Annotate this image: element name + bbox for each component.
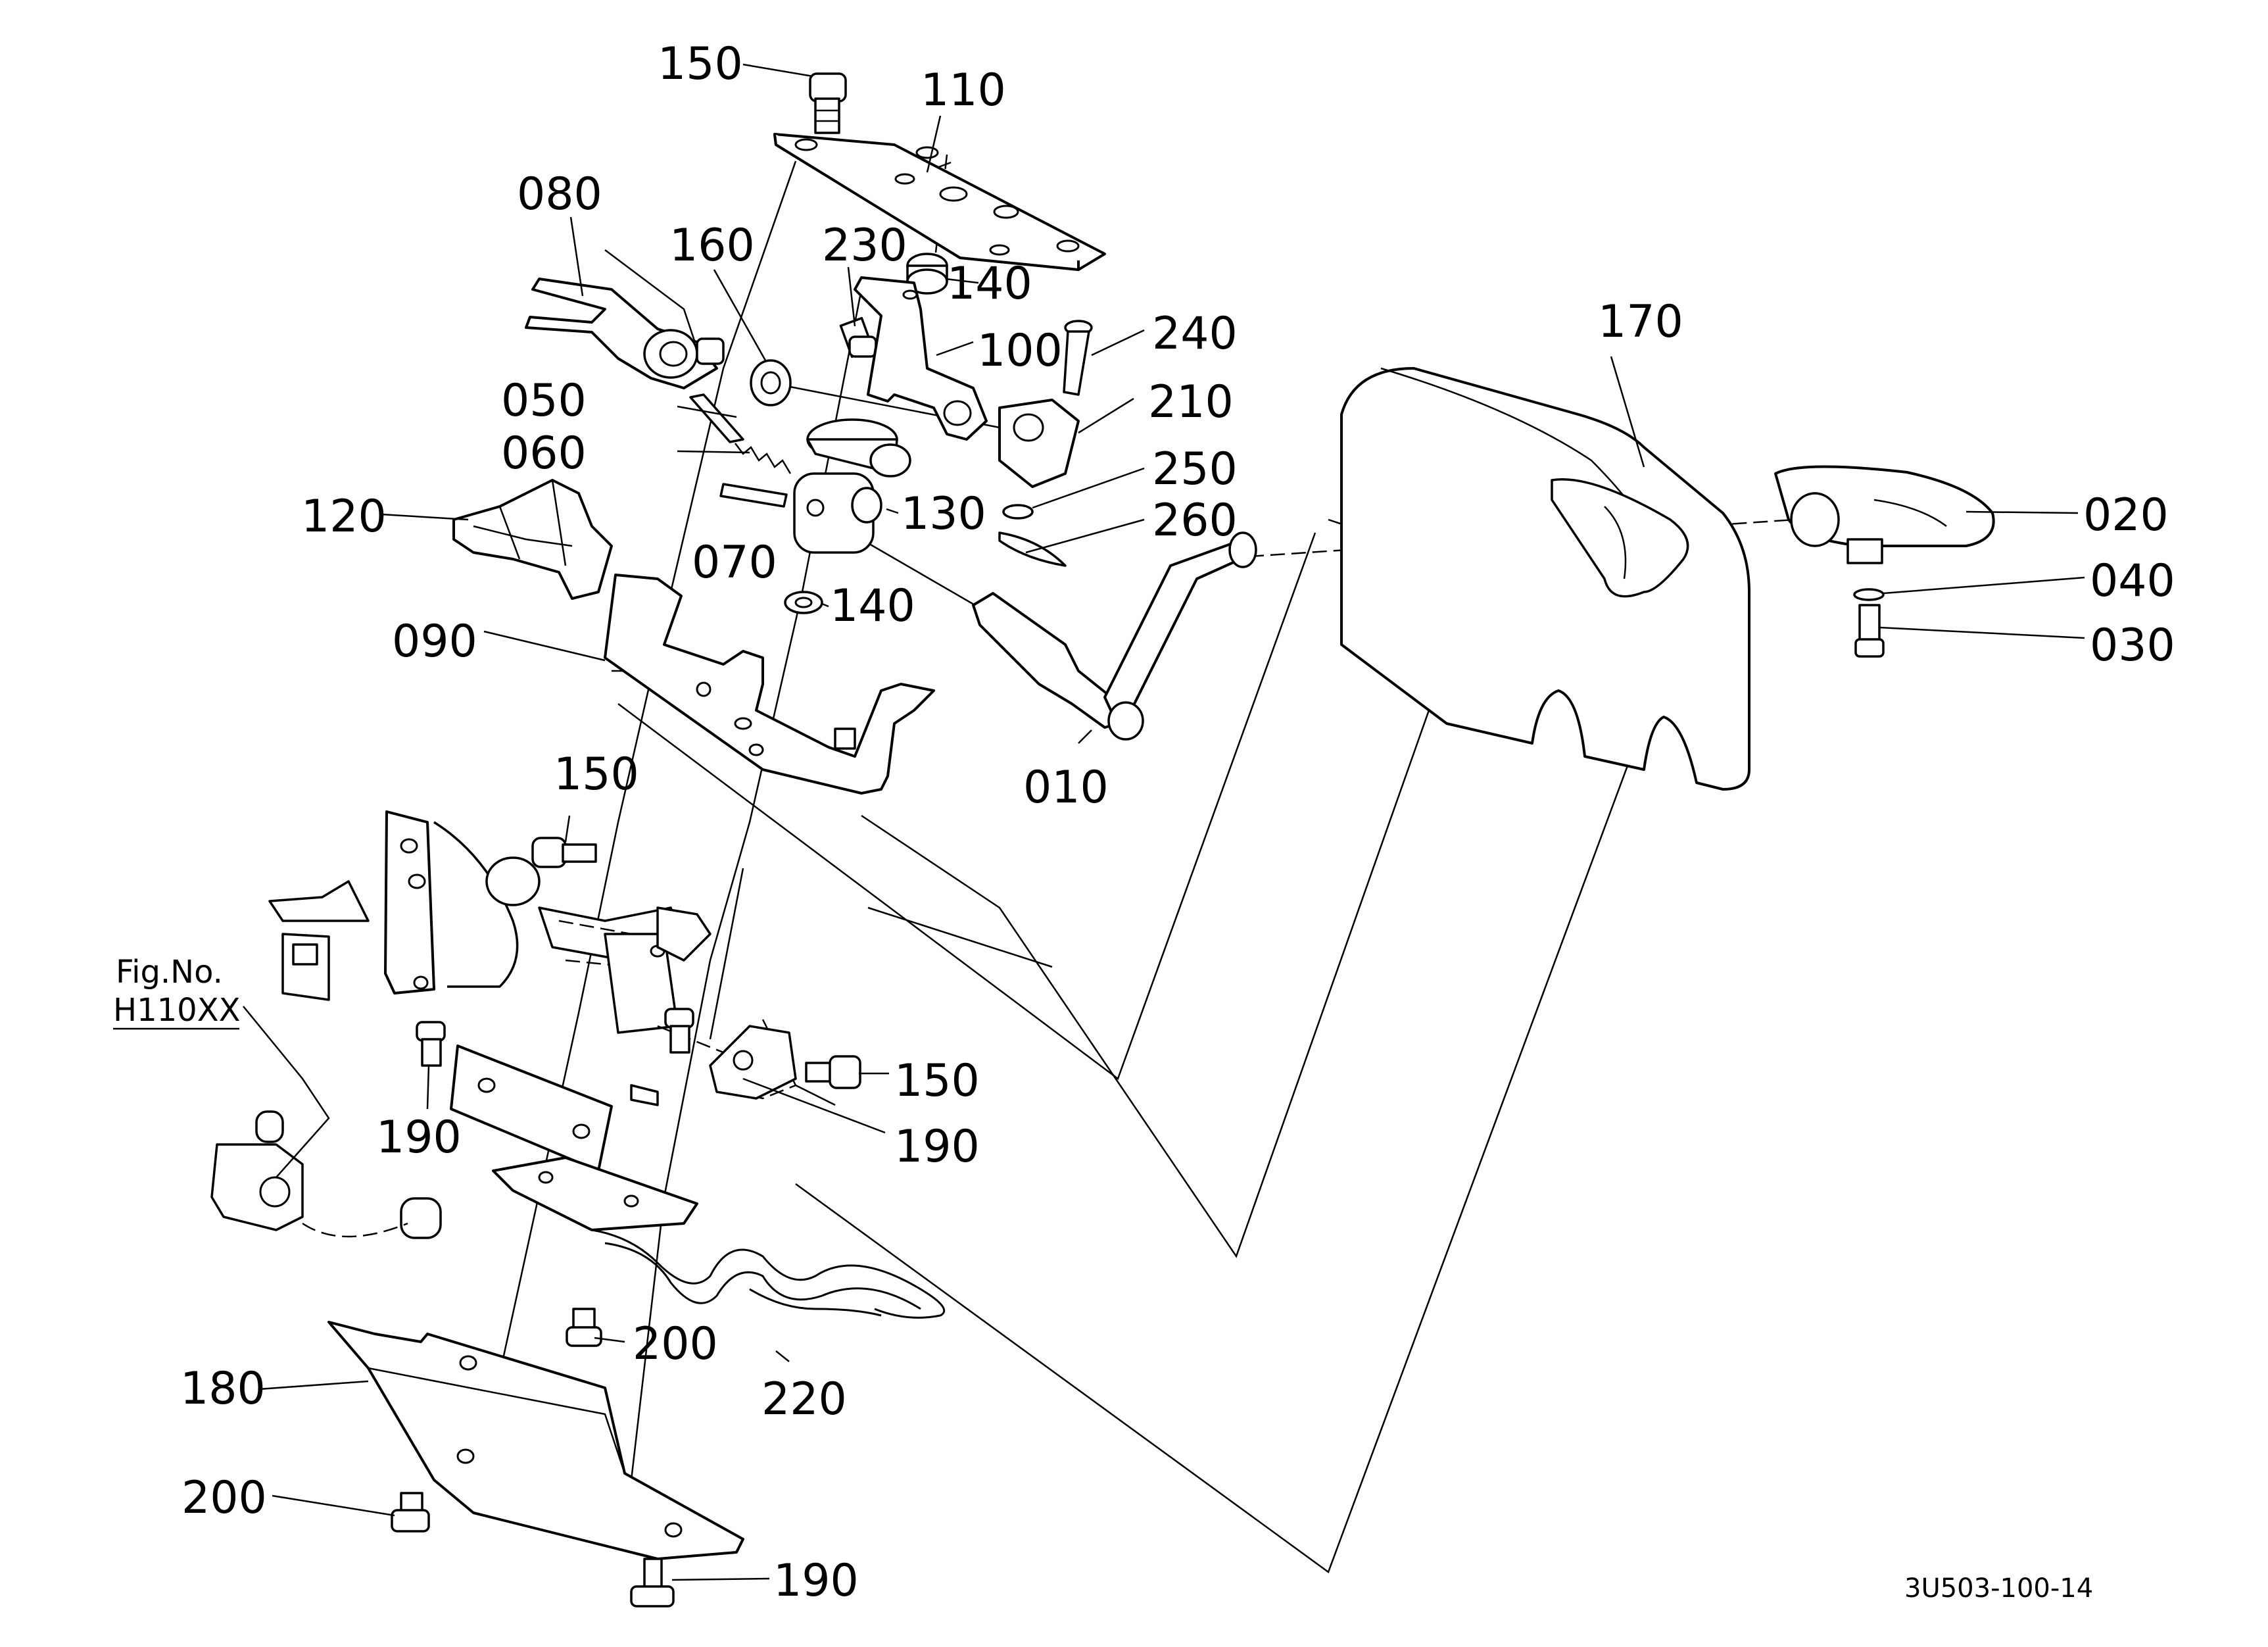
part-170-cover (1340, 367, 1750, 791)
label-200-bottom: 200 (181, 1472, 267, 1524)
label-150-right: 150 (894, 1055, 980, 1107)
label-170: 170 (1598, 296, 1683, 348)
part-220-wire-handle (492, 1156, 946, 1319)
spacer-plate (450, 1045, 613, 1172)
label-140-top: 140 (947, 258, 1032, 310)
part-030-bolt (1854, 604, 1885, 658)
label-200-mid: 200 (633, 1318, 718, 1370)
label-090: 090 (392, 616, 477, 668)
diagram-code: 3U503-100-14 (1904, 1573, 2093, 1604)
part-140-top-bushing (906, 253, 948, 295)
part-labels: 150 110 080 160 230 140 100 240 170 050 … (113, 38, 2175, 1607)
part-100-bracket (854, 276, 988, 441)
part-120-latch (452, 479, 613, 600)
label-050: 050 (501, 375, 587, 427)
part-190-bottom-bolt (630, 1558, 675, 1608)
part-090-bracket (604, 574, 935, 795)
label-020: 020 (2083, 489, 2169, 541)
part-010-crank-handle (972, 531, 1257, 741)
part-020-knob (1774, 465, 1995, 564)
part-130-hub (793, 418, 911, 554)
label-180: 180 (180, 1363, 266, 1415)
label-220: 220 (761, 1373, 847, 1425)
label-100: 100 (977, 325, 1063, 377)
label-190-left: 190 (376, 1112, 462, 1164)
part-200-bottom-bolt (391, 1492, 430, 1533)
part-050-pin (689, 393, 744, 443)
label-080: 080 (517, 168, 602, 220)
label-110: 110 (921, 64, 1006, 116)
lower-frame-assembly (268, 810, 797, 1106)
left-clamp (210, 1110, 442, 1239)
label-030: 030 (2090, 620, 2175, 672)
label-010: 010 (1023, 762, 1109, 814)
part-190-left-bolt (416, 1021, 446, 1067)
part-190-mid-bolt (664, 1008, 694, 1054)
part-110-top-plate (773, 133, 1106, 271)
part-080-fork (525, 278, 725, 389)
label-040: 040 (2090, 555, 2175, 607)
label-070: 070 (692, 537, 777, 589)
part-140-mid-bushing (784, 591, 823, 614)
label-060: 060 (501, 428, 587, 479)
label-230: 230 (822, 220, 907, 272)
label-130: 130 (901, 488, 986, 540)
label-160: 160 (669, 220, 755, 272)
part-150-top-bolt (809, 72, 847, 134)
part-240-pin (1063, 320, 1093, 396)
part-070-pin (719, 483, 788, 508)
part-230-bolt (839, 316, 877, 358)
part-200-mid-bolt (566, 1308, 602, 1347)
label-260: 260 (1152, 495, 1238, 547)
label-120: 120 (301, 491, 387, 543)
label-190-mid: 190 (894, 1121, 980, 1173)
label-140-mid: 140 (830, 580, 915, 632)
leader-lines (243, 63, 2085, 1581)
part-150-mid-bolt (531, 837, 597, 868)
fig-no-value: H110XX (113, 992, 240, 1029)
part-250-washer (1002, 504, 1034, 520)
fig-no-label: Fig.No. (116, 954, 223, 991)
part-260-clip (998, 531, 1067, 567)
part-040-washer (1853, 588, 1885, 601)
label-190-bottom: 190 (773, 1555, 859, 1607)
label-150-mid: 150 (554, 749, 639, 800)
part-180-bottom-plate (327, 1321, 744, 1560)
part-060-spring (735, 443, 792, 474)
label-250: 250 (1152, 443, 1238, 495)
label-210: 210 (1148, 376, 1234, 428)
part-160-washer (750, 359, 792, 406)
label-150-top: 150 (658, 38, 743, 90)
label-240: 240 (1152, 308, 1238, 360)
part-150-right-bolt (805, 1055, 861, 1089)
part-210-block (998, 399, 1080, 488)
